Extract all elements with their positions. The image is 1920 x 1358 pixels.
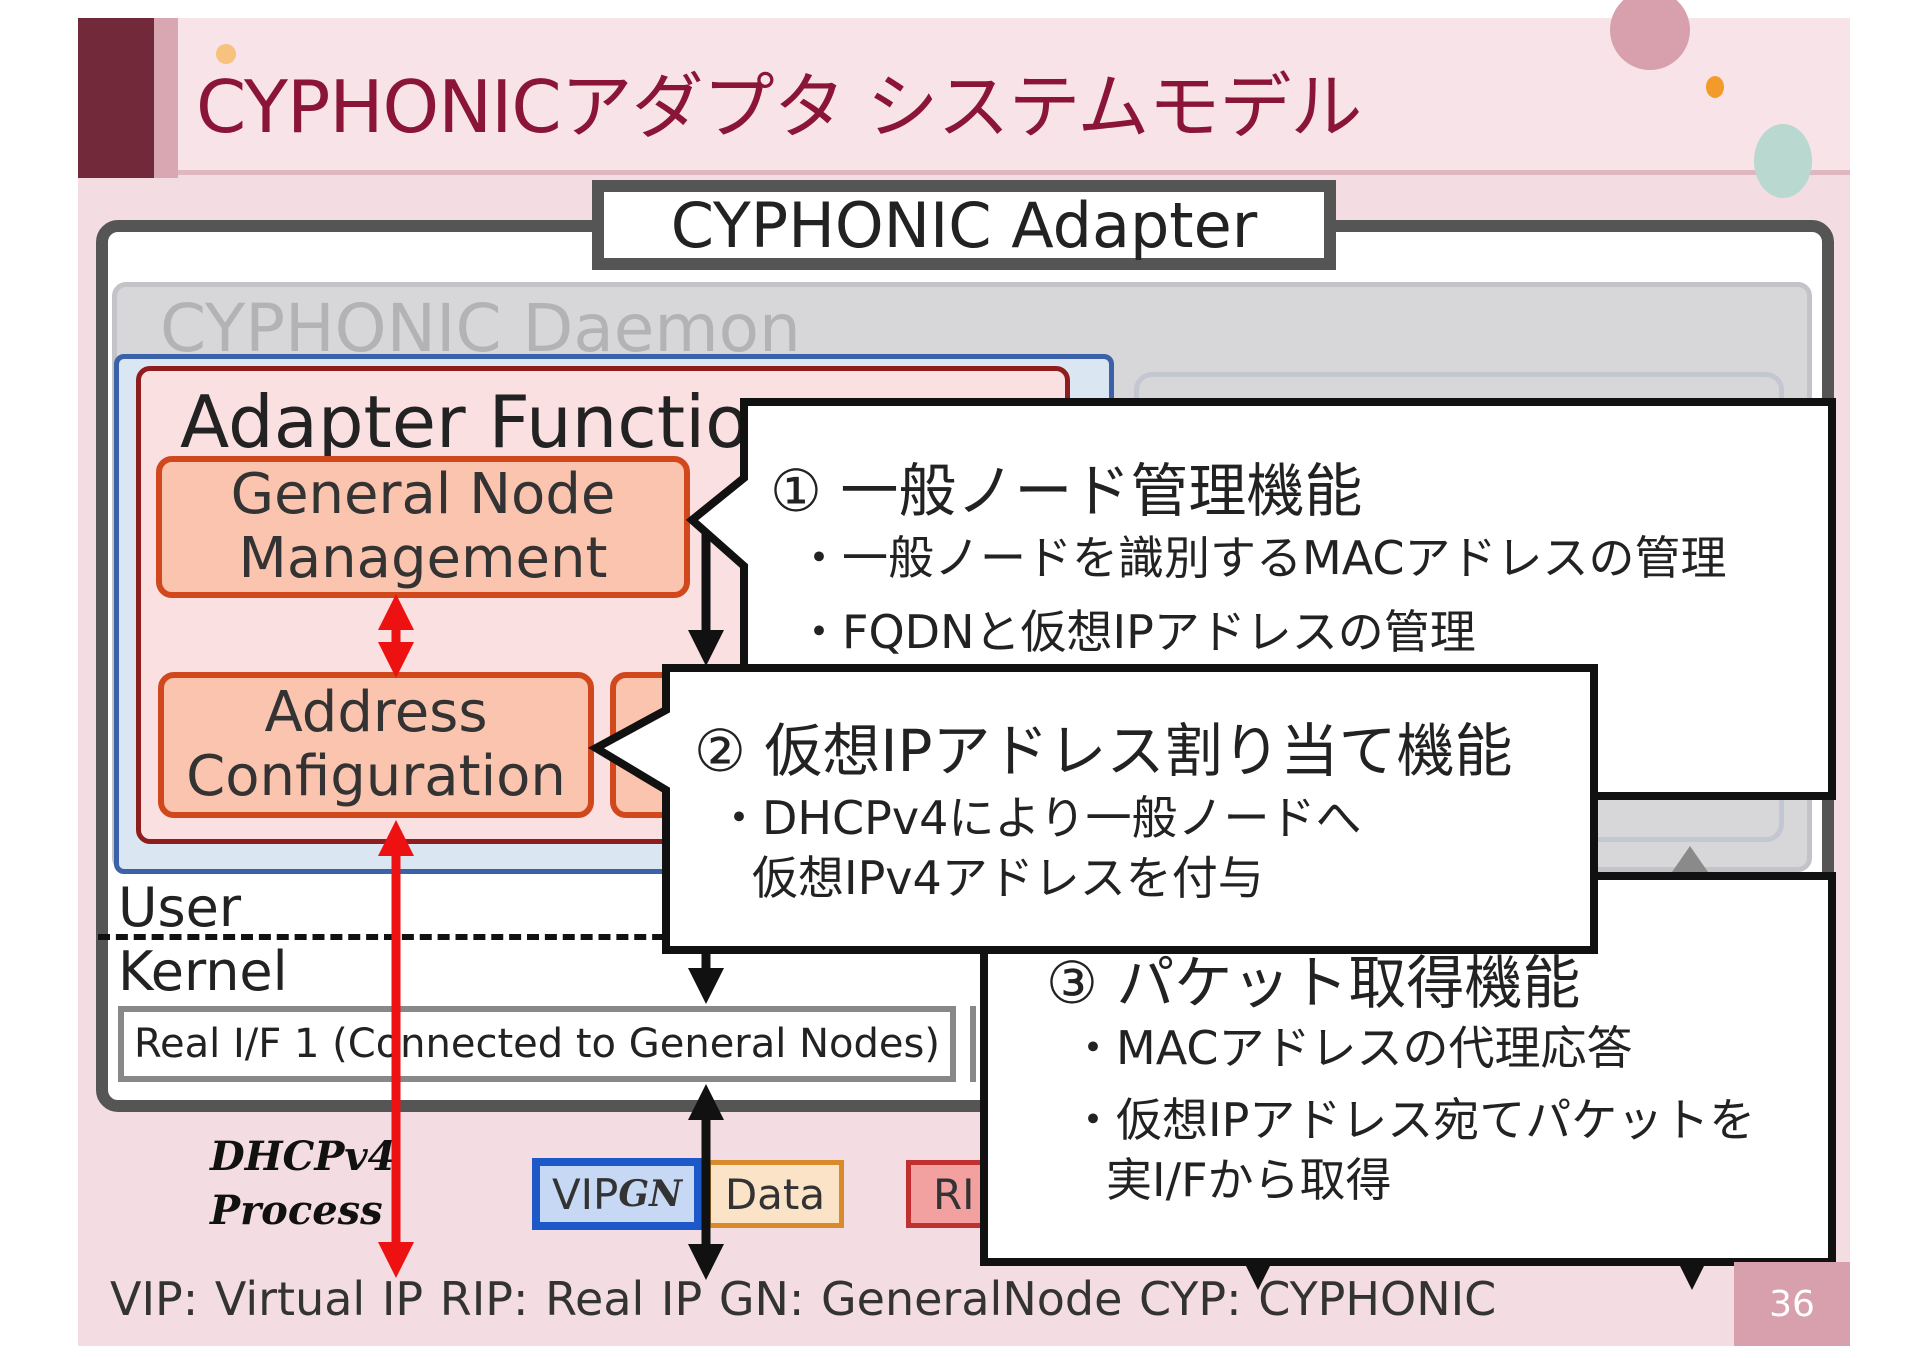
decor-circle xyxy=(1754,124,1812,198)
callout-1-title: ① 一般ノード管理機能 xyxy=(770,457,1363,525)
packet-vip-label: VIP xyxy=(551,1169,619,1219)
callout-2-title: ② 仮想IPアドレス割り当て機能 xyxy=(694,717,1513,785)
callout-3-title: ③ パケット取得機能 xyxy=(1046,949,1581,1017)
dhcp-process-line1: DHCPv4 xyxy=(210,1133,396,1180)
address-configuration-line2: Configuration xyxy=(186,744,566,809)
callout-1-item-1: ・一般ノードを識別するMACアドレスの管理 xyxy=(796,531,1727,585)
packet-vip-sub-label: GN xyxy=(618,1173,683,1215)
daemon-up-arrow xyxy=(1672,846,1708,872)
callout-3-item-2: ・仮想IPアドレス宛てパケットを xyxy=(1070,1093,1756,1147)
real-interface-1-box: Real I/F 1 (Connected to General Nodes) xyxy=(118,1006,956,1082)
callout-2-shape xyxy=(587,664,1598,954)
address-configuration-box: Address Configuration xyxy=(158,672,594,818)
page-number: 36 xyxy=(1734,1262,1850,1346)
callout-3-item-3: 実I/Fから取得 xyxy=(1106,1153,1392,1207)
user-label: User xyxy=(118,876,242,939)
general-node-management-line1: General Node xyxy=(230,462,616,527)
title-accent-bar xyxy=(78,18,154,178)
real-interface-2-box xyxy=(970,1006,994,1082)
callout-3-item-1: ・MACアドレスの代理応答 xyxy=(1070,1021,1633,1075)
slide-title: CYPHONICアダプタ システムモデル xyxy=(196,65,1362,149)
general-node-management-box: General Node Management xyxy=(156,456,690,598)
decor-circle xyxy=(1610,0,1690,70)
adapter-function-label: Adapter Function xyxy=(180,380,795,464)
kernel-label: Kernel xyxy=(118,940,288,1003)
title-accent-strip xyxy=(154,18,178,178)
user-kernel-boundary xyxy=(98,934,968,940)
callout-2-item-1: ・DHCPv4により一般ノードへ xyxy=(716,791,1362,845)
dhcp-process-line2: Process xyxy=(210,1187,383,1234)
general-node-management-line2: Management xyxy=(238,526,608,591)
cyphonic-adapter-label: CYPHONIC Adapter xyxy=(592,180,1336,270)
abbreviation-legend: VIP: Virtual IP RIP: Real IP GN: General… xyxy=(110,1272,1497,1326)
address-configuration-line1: Address xyxy=(264,680,488,745)
callout-2-item-2: 仮想IPv4アドレスを付与 xyxy=(752,851,1264,905)
callout-1-item-2: ・FQDNと仮想IPアドレスの管理 xyxy=(796,605,1476,659)
dhcp-process-label: DHCPv4 Process xyxy=(210,1130,395,1238)
decor-dot xyxy=(1706,76,1724,98)
decor-dot xyxy=(216,44,236,64)
title-band xyxy=(178,18,1850,170)
title-divider xyxy=(178,170,1850,175)
